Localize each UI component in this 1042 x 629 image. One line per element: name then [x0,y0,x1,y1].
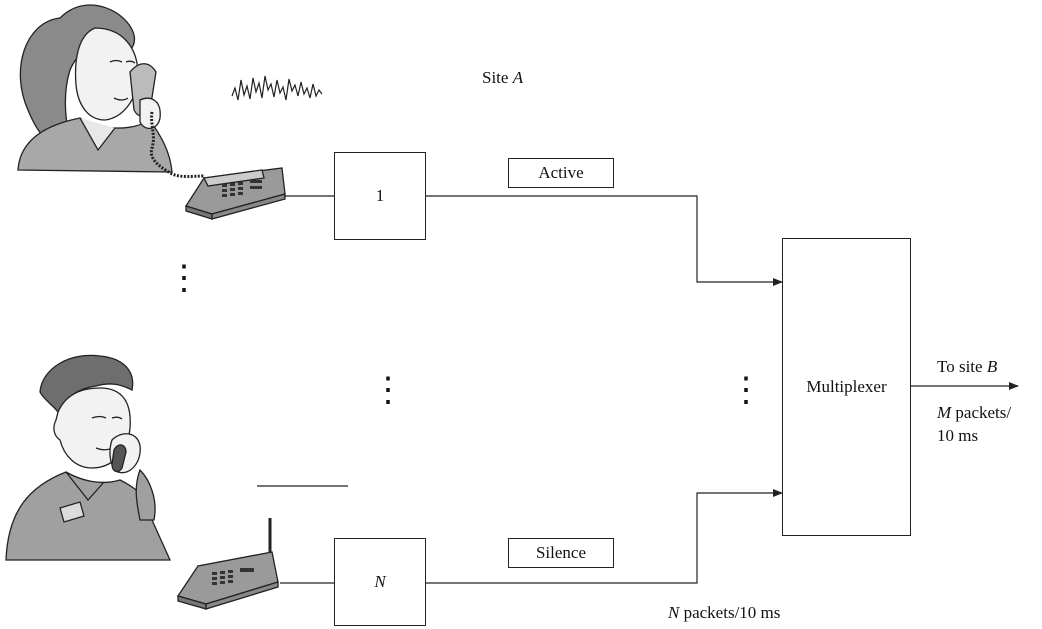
voice-waveform-icon [231,75,323,101]
output-rate-line1: M packets/ [937,403,1011,423]
channel-n-number: N [374,572,386,591]
channel-n-box: N [334,538,426,626]
output-rate-text: packets/ [951,403,1012,422]
site-a-prefix: Site [482,68,513,87]
silence-status-label: Silence [535,543,587,562]
ellipsis-mux-inputs: ⋮ [729,372,763,409]
to-site-b-name: B [986,357,998,376]
multiplexer-box: Multiplexer [782,238,911,536]
silence-status-box: Silence [508,538,614,568]
site-a-label: Site A [482,68,523,88]
channel-1-box: 1 [334,152,426,240]
multiplexer-label: Multiplexer [806,377,887,396]
active-status-box: Active [508,158,614,188]
output-rate-line2: 10 ms [937,426,979,445]
input-rate-label: N packets/10 ms [668,603,780,623]
woman-on-phone-icon [17,4,206,178]
to-site-b-prefix: To site [937,357,987,376]
active-status-label: Active [538,163,584,182]
cordless-phone-icon [176,518,279,610]
ellipsis-phones: ⋮ [167,260,201,297]
output-rate-var: M [937,403,952,422]
desk-phone-icon [184,167,286,220]
input-rate-text: packets/10 ms [679,603,781,622]
man-on-phone-icon [5,354,172,561]
channel-1-number: 1 [375,186,385,205]
wire-boxN-to-mux [426,489,783,584]
input-rate-var: N [668,603,680,622]
wiring [257,195,1019,584]
to-site-b-label: To site B [937,357,997,377]
site-a-name: A [512,68,524,87]
wire-box1-to-mux [426,195,783,286]
ellipsis-boxes: ⋮ [371,372,405,409]
